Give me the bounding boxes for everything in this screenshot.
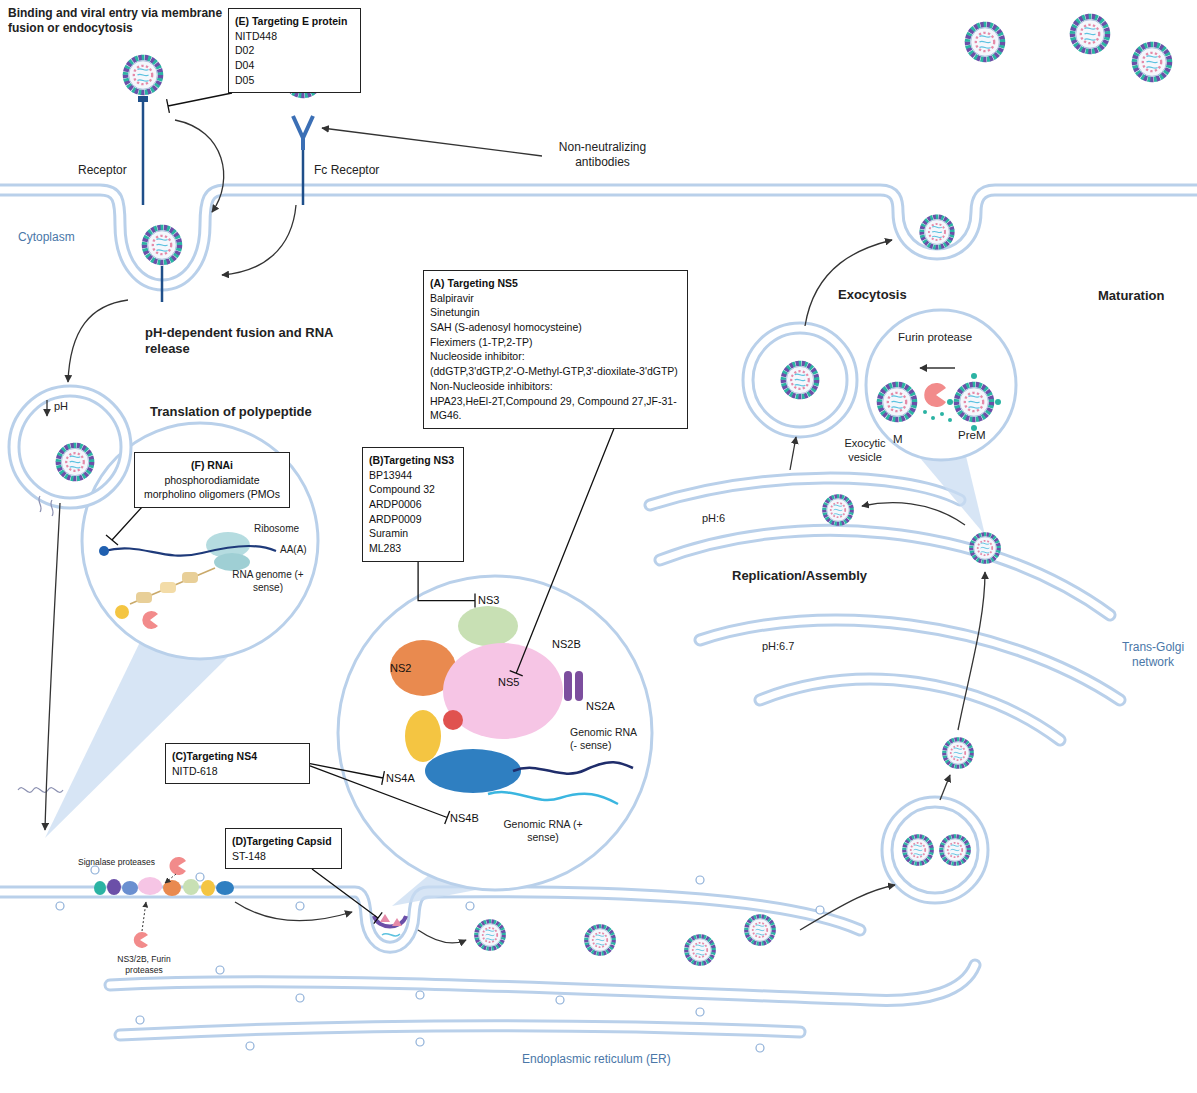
zoom-circle: Furin proteaseM PreM — [866, 310, 1016, 460]
receptor-label: Receptor — [78, 163, 127, 178]
protein-label: NS4A — [386, 772, 415, 785]
box-heading: (E) Targeting E protein — [235, 14, 354, 29]
inhibition-connector — [310, 764, 384, 785]
ph-label: pH:6.7 — [760, 640, 796, 654]
maturation-illustration — [880, 368, 1001, 431]
connector-line — [310, 764, 384, 785]
circle-text: Genomic RNA (+ sense) — [503, 818, 583, 844]
box-heading: (D)Targeting Capsid — [232, 834, 335, 849]
protein-name: NS4A — [386, 772, 415, 785]
inhibition-connector — [510, 429, 614, 676]
protein-label: NS5 — [498, 676, 519, 689]
region-label: Endoplasmic reticulum (ER) — [520, 1052, 673, 1067]
antibody-label: Non-neutralizing antibodies — [545, 140, 660, 170]
circle-text: Ribosome — [254, 523, 299, 536]
compound-name: Balpiravir — [430, 291, 681, 306]
region-label: Trans-Golgi network — [1118, 640, 1188, 670]
protein-name: NS2B — [552, 638, 581, 651]
compound-name: D05 — [235, 73, 354, 88]
ph-label: pH:6 — [700, 512, 727, 526]
section-title: Binding and viral entry via membrane fus… — [8, 6, 226, 36]
circle-text: Genomic RNA (- sense) — [570, 726, 642, 752]
compound-name: SAH (S-adenosyl homocysteine) — [430, 320, 681, 335]
box-heading: (B)Targeting NS3 — [369, 453, 457, 468]
protein-name: NS4B — [450, 812, 479, 825]
drug-box: (D)Targeting CapsidST-148 — [225, 828, 342, 869]
circle-text: Furin protease — [898, 330, 972, 344]
circle-text: AA(A) — [280, 544, 307, 557]
region-label: Cytoplasm — [18, 230, 75, 245]
compound-name: Nucleoside inhibitor: — [430, 349, 681, 364]
box-heading: (F) RNAi — [141, 458, 283, 473]
compound-name: Non-Nucleoside inhibitors: — [430, 379, 681, 394]
box-heading: (C)Targeting NS4 — [172, 749, 303, 764]
protein-label: NS3 — [478, 594, 499, 607]
protein-label: NS2A — [586, 700, 615, 713]
compound-name: Compound 32 — [369, 482, 457, 497]
compound-name: phosphorodiamidate morpholino oligomers … — [141, 473, 283, 502]
compound-name: ML283 — [369, 541, 457, 556]
inhibition-connector — [418, 562, 475, 608]
step-label: Maturation — [1098, 288, 1164, 304]
capsid-bud — [374, 914, 466, 943]
drug-box: (A) Targeting NS5BalpiravirSinetunginSAH… — [423, 270, 688, 429]
compound-name: Suramin — [369, 526, 457, 541]
drug-box: (F) RNAiphosphorodiamidate morpholino ol… — [134, 452, 290, 508]
enzyme-label: Signalase proteases — [78, 857, 155, 868]
circle-text: RNA genome (+ sense) — [232, 569, 304, 594]
inhibition-connector — [310, 766, 450, 824]
compound-name: D02 — [235, 43, 354, 58]
protein-label: NS2 — [390, 662, 411, 675]
step-label: pH-dependent fusion and RNA release — [145, 325, 357, 358]
protein-name: NS2A — [586, 700, 615, 713]
compound-name: ST-148 — [232, 849, 335, 864]
compound-name: HPA23,HeEl-2T,Compound 29, Compound 27,J… — [430, 394, 681, 423]
connector-line — [310, 766, 450, 824]
compound-name: NITD-618 — [172, 764, 303, 779]
translation-illustration — [99, 507, 276, 629]
box-heading: (A) Targeting NS5 — [430, 276, 681, 291]
receptor-label: Fc Receptor — [314, 163, 379, 178]
compound-name: ARDP0006 — [369, 497, 457, 512]
vesicle-label: Exocytic vesicle — [836, 437, 894, 465]
step-label: Exocytosis — [838, 287, 907, 303]
compound-name: NITD448 — [235, 29, 354, 44]
compound-name: (ddGTP,3'dGTP,2'-O-Methyl-GTP,3'-dioxila… — [430, 364, 681, 379]
receptors — [138, 96, 313, 302]
enzyme-label: NS3/2B, Furin proteases — [108, 954, 180, 975]
drug-box: (E) Targeting E proteinNITD448D02D04D05 — [228, 8, 361, 93]
protein-name: NS3 — [478, 594, 499, 607]
drug-box: (C)Targeting NS4NITD-618 — [165, 743, 310, 784]
protein-name: NS5 — [498, 676, 519, 689]
replication-complex — [390, 606, 633, 804]
protein-label: NS4B — [450, 812, 479, 825]
connector-line — [418, 562, 475, 608]
step-label: Translation of polypeptide — [150, 404, 312, 420]
circle-text: PreM — [958, 428, 985, 442]
compound-name: ARDP0009 — [369, 512, 457, 527]
compound-name: D04 — [235, 58, 354, 73]
golgi — [650, 478, 1120, 740]
drug-box: (B)Targeting NS3BP13944Compound 32ARDP00… — [362, 447, 464, 562]
connector-line — [510, 429, 614, 676]
circle-text: M — [893, 432, 903, 446]
protein-label: NS2B — [552, 638, 581, 651]
ph-label: pH — [54, 400, 68, 414]
flow-arrows — [45, 93, 985, 930]
zoom-circle-grounds — [82, 310, 1016, 890]
step-label: Replication/Assembly — [730, 568, 869, 584]
compound-name: Fleximers (1-TP,2-TP) — [430, 335, 681, 350]
protein-name: NS2 — [390, 662, 411, 675]
viruses — [58, 17, 1169, 964]
zoom-circle: Genomic RNA (- sense) Genomic RNA (+ sens… — [338, 576, 652, 890]
compound-name: BP13944 — [369, 468, 457, 483]
compound-name: Sinetungin — [430, 305, 681, 320]
